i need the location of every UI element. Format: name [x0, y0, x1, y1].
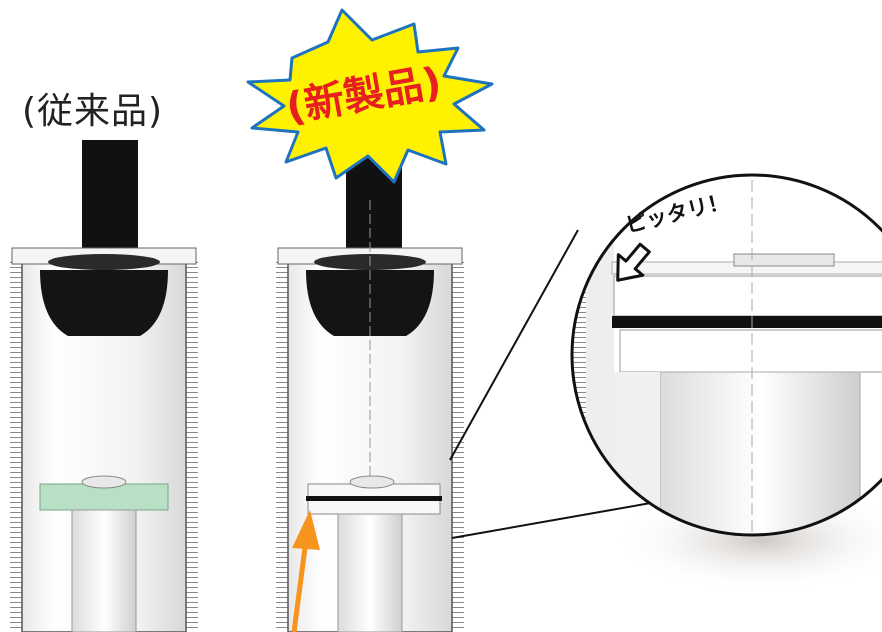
old-product-label: (従来品) [22, 91, 164, 132]
magnifier-ring [570, 173, 882, 537]
orange-arrow-icon [291, 510, 320, 632]
old-cup-top [48, 254, 160, 270]
new-seal-band [306, 496, 442, 501]
new-seal-top [349, 475, 395, 489]
new-rod [337, 513, 403, 632]
old-seal-top [81, 475, 127, 489]
magnified-detail [572, 175, 882, 535]
old-handle [82, 140, 138, 252]
new-thread-left [276, 260, 288, 632]
old-product-cylinder [10, 140, 198, 632]
old-plunger-cup [40, 270, 168, 336]
old-rod [71, 509, 137, 632]
magnified-seal-band [612, 316, 882, 328]
hollow-arrow-icon [616, 242, 651, 282]
old-thread-right [186, 260, 198, 632]
starburst-shape [246, 8, 494, 184]
zoom-line-top [449, 229, 579, 461]
new-product-cylinder [276, 150, 464, 632]
old-thread-left [10, 260, 22, 632]
